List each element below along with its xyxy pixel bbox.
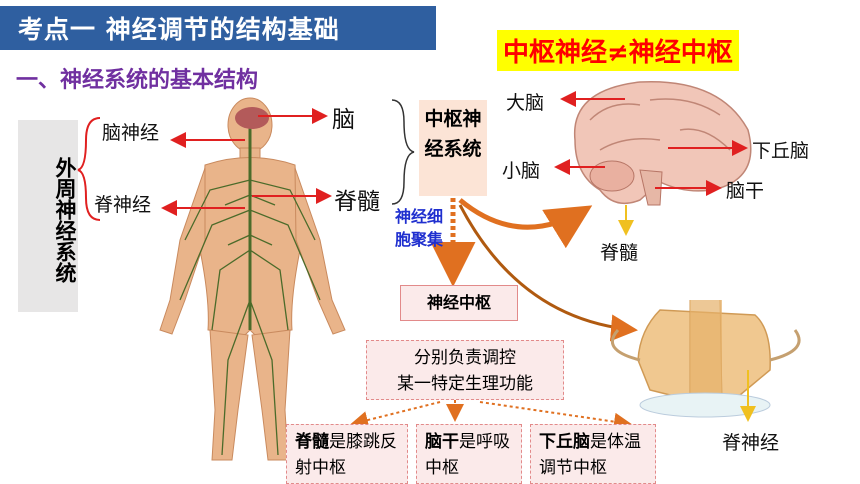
central-nervous-system-box: 中枢神经系统: [419, 100, 487, 196]
brain-label: 脑: [332, 107, 355, 133]
example-box-hypothalamus: 下丘脑是体温调节中枢: [530, 424, 656, 484]
highlight-banner: 中枢神经≠神经中枢: [497, 30, 739, 71]
title-bar: [0, 6, 436, 50]
example-text: 是膝跳反射中枢: [295, 432, 397, 478]
brain-illustration: [573, 80, 752, 206]
nerve-center-box: 神经中枢: [400, 285, 518, 321]
example-key: 脑干: [425, 432, 459, 452]
cerebrum-label: 大脑: [506, 92, 545, 114]
example-key: 下丘脑: [539, 432, 590, 452]
section-subtitle: 一、神经系统的基本结构: [16, 68, 259, 93]
cerebellum-label: 小脑: [502, 160, 541, 182]
brain-spinal-nerve-label: 脊神经: [722, 432, 780, 454]
example-box-brainstem: 脑干是呼吸中枢: [416, 424, 522, 484]
example-text: 是呼吸中枢: [425, 432, 510, 478]
human-body-figure: [159, 97, 346, 461]
brain-spinal-cord-label: 脊髓: [600, 242, 639, 264]
example-box-spinal: 脊髓是膝跳反射中枢: [286, 424, 408, 484]
right-brace: [391, 99, 415, 205]
spinal-nerve-label: 脊神经: [94, 194, 152, 216]
neuron-cluster-label: 神经细胞聚集: [394, 207, 443, 249]
brain-nerve-label: 脑神经: [102, 122, 160, 144]
spinal-cord-label: 脊髓: [334, 189, 380, 215]
nerve-network: [179, 120, 321, 456]
brain-mark: [235, 107, 269, 129]
function-box: 分别负责调控 某一特定生理功能: [366, 340, 564, 400]
spinal-cord-illustration: [611, 299, 801, 418]
brainstem-label: 脑干: [726, 180, 765, 202]
function-line-1: 分别负责调控: [414, 348, 516, 368]
example-key: 脊髓: [295, 432, 329, 452]
example-text: 是体温调节中枢: [539, 432, 641, 478]
left-brace: [77, 117, 101, 221]
peripheral-nervous-system-box: 外周神经系统: [18, 120, 78, 312]
hypothalamus-label: 下丘脑: [752, 140, 810, 162]
page-title: 考点一 神经调节的结构基础: [18, 15, 340, 44]
function-line-2: 某一特定生理功能: [397, 374, 533, 394]
